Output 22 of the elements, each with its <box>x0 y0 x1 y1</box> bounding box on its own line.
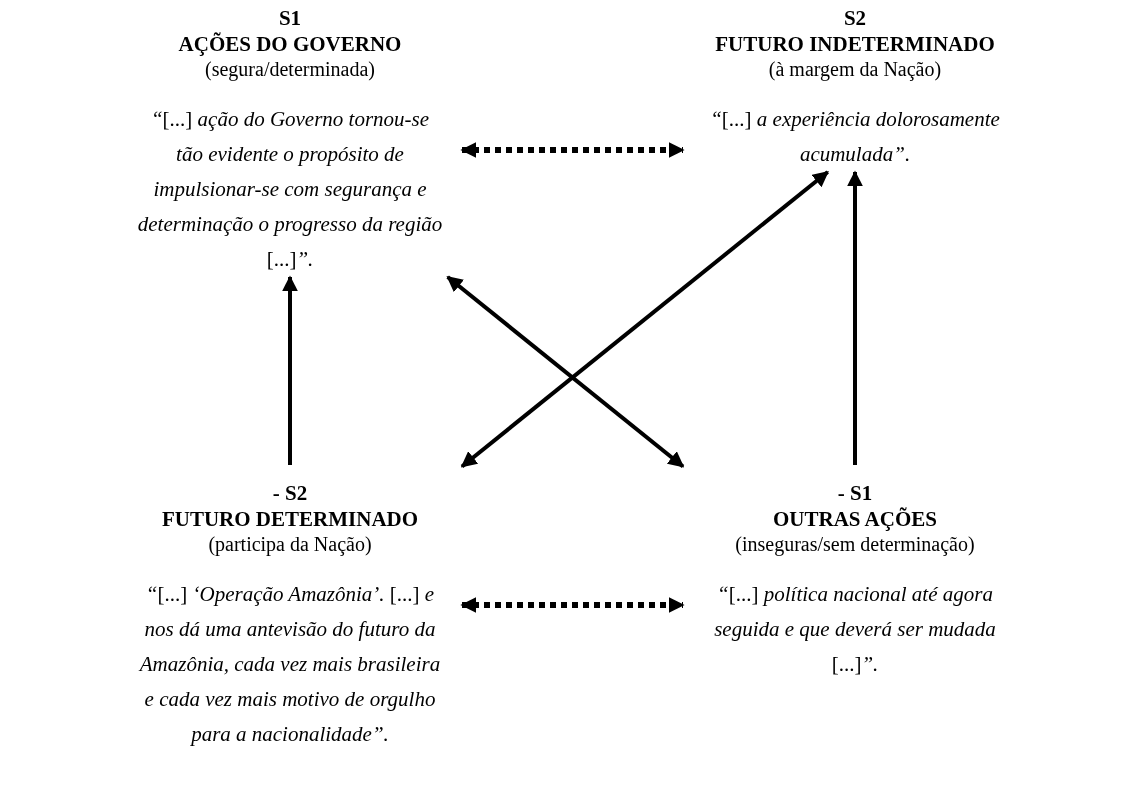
node-code: - S1 <box>837 480 873 506</box>
node-title: FUTURO INDETERMINADO <box>715 31 995 57</box>
quote-text: “[...] ‘Operação Amazônia’. [...] e nos dá uma antevisão do futuro da Amazônia, cada vez mais brasileira e cada vez mais motivo de orgulho para a nacionalidade”. <box>137 581 442 748</box>
arrow <box>460 142 685 158</box>
arrow <box>460 170 829 469</box>
node-subtitle: (à margem da Nação) <box>768 57 942 82</box>
quote-text: “[...] política nacional até agora seguida e que deverá ser mudada [...]”. <box>713 581 997 678</box>
node-code: - S2 <box>272 480 308 506</box>
arrow <box>460 597 685 613</box>
node-subtitle: (participa da Nação) <box>208 532 372 557</box>
node-code: S2 <box>843 5 867 31</box>
node-title: OUTRAS AÇÕES <box>773 506 937 532</box>
node-title: FUTURO DETERMINADO <box>161 506 419 532</box>
arrow <box>282 275 298 465</box>
node-subtitle: (inseguras/sem determinação) <box>735 532 975 557</box>
quote-text: “[...] a experiência dolorosamente acumulada”. <box>709 106 1001 168</box>
arrow <box>847 170 863 465</box>
quote-text: “[...] ação do Governo tornou-se tão evidente o propósito de impulsionar-se com segurança e determinação o progresso da região [...]”. <box>136 106 444 273</box>
node-title: AÇÕES DO GOVERNO <box>178 31 402 57</box>
node-code: S1 <box>278 5 302 31</box>
node-subtitle: (segura/determinada) <box>205 57 375 82</box>
arrow <box>446 275 685 469</box>
